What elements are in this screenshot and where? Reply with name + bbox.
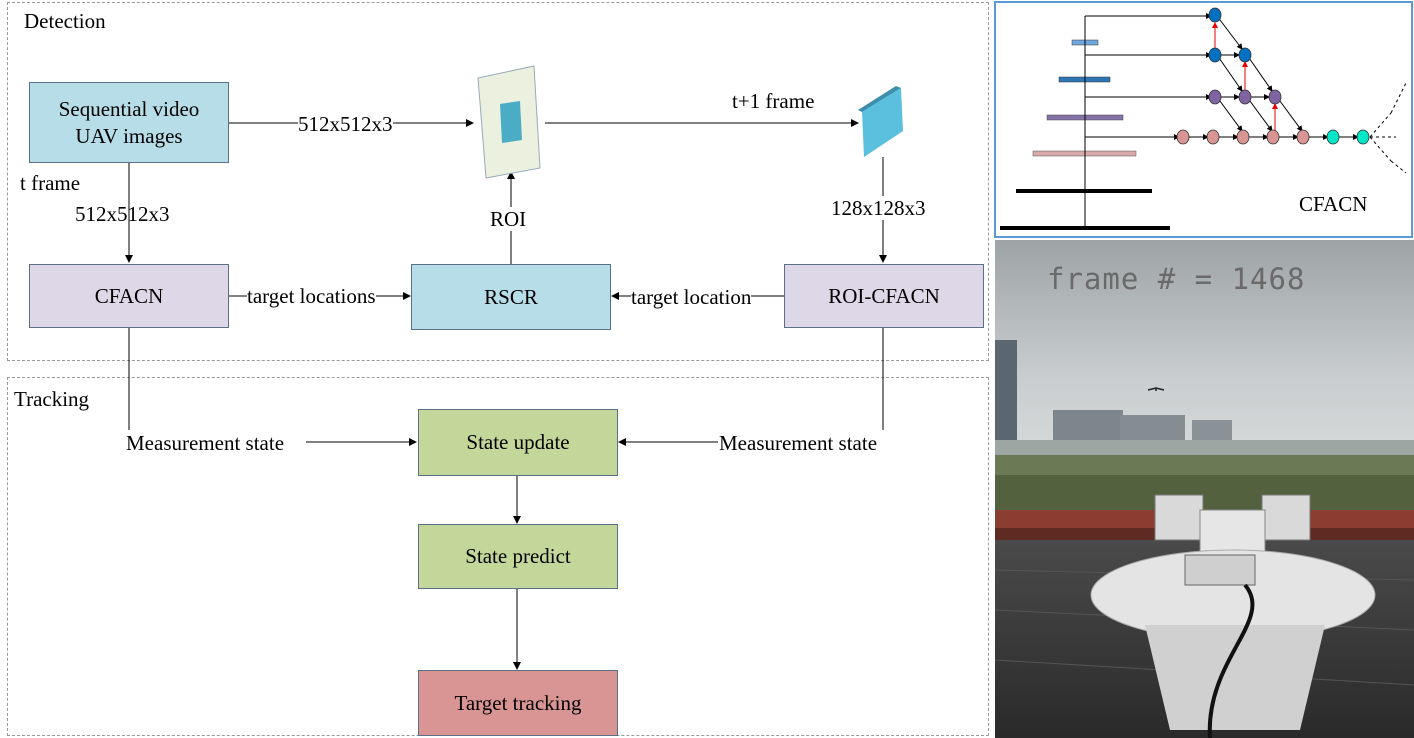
cfacn-architecture-inset: CFACN (994, 1, 1413, 238)
state-update-label: State update (466, 430, 570, 454)
target-tracking-box: Target tracking (418, 670, 618, 736)
cfacn-box: CFACN (29, 264, 229, 328)
roi-cfacn-box: ROI-CFACN (784, 264, 984, 328)
inset-cfacn-label: CFACN (1299, 192, 1368, 216)
photo-scene (995, 240, 1414, 738)
rscr-box-label: RSCR (484, 284, 538, 309)
dims-right-label: 128x128x3 (831, 196, 926, 220)
roi-label: ROI (490, 207, 527, 231)
target-locations-label: target locations (247, 284, 376, 308)
frame-counter-overlay: frame # = 1468 (1047, 262, 1306, 296)
tracking-title: Tracking (14, 387, 90, 411)
state-predict-box: State predict (418, 524, 618, 589)
roi-cfacn-box-label: ROI-CFACN (828, 283, 940, 308)
detection-panel (7, 2, 989, 361)
t1-frame-label: t+1 frame (732, 89, 815, 113)
state-update-box: State update (418, 409, 618, 476)
target-location-label: target location (631, 285, 752, 309)
tracking-camera-photo: frame # = 1468 (995, 240, 1414, 738)
dims-top-label: 512x512x3 (298, 112, 393, 136)
state-predict-label: State predict (465, 544, 571, 568)
input-box-line-2: UAV images (75, 123, 183, 148)
measurement-left-label: Measurement state (126, 431, 285, 455)
t-frame-label: t frame (20, 171, 81, 195)
measurement-right-label: Measurement state (719, 431, 878, 455)
rscr-box: RSCR (411, 264, 611, 330)
cfacn-network-graphic (1000, 7, 1407, 230)
dims-left-label: 512x512x3 (75, 202, 170, 226)
input-box-line-1: Sequential video (58, 96, 200, 121)
frame-image-icon (477, 65, 541, 179)
target-tracking-label: Target tracking (454, 690, 582, 715)
detection-title: Detection (24, 9, 106, 33)
cfacn-box-label: CFACN (94, 283, 164, 308)
roi-patch-icon (858, 86, 903, 157)
